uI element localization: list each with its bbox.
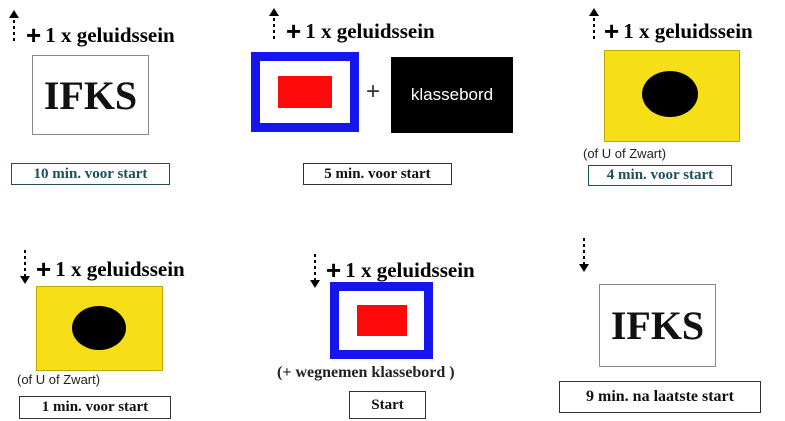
step-1-min-label: 1 min. voor start bbox=[19, 396, 171, 419]
sound-signal-3: +1 x geluidssein bbox=[604, 16, 753, 46]
p-flag-red-center bbox=[278, 76, 332, 108]
u-flag-black-dot bbox=[72, 306, 126, 350]
raise-arrow-icon bbox=[589, 8, 599, 42]
step-9-min-after-label: 9 min. na laatste start bbox=[559, 381, 761, 413]
lower-arrow-icon bbox=[20, 250, 30, 284]
alt-flag-note-2: (of U of Zwart) bbox=[17, 372, 101, 387]
lower-arrow-icon bbox=[310, 254, 320, 288]
remove-board-note: (+ wegnemen klassebord ) bbox=[277, 364, 455, 381]
sound-signal-2: +1 x geluidssein bbox=[286, 16, 435, 46]
p-flag-2 bbox=[330, 282, 433, 359]
p-flag-red-center bbox=[357, 305, 407, 336]
raise-arrow-icon bbox=[269, 8, 279, 42]
u-flag-2 bbox=[36, 286, 163, 371]
lower-arrow-icon bbox=[579, 238, 589, 272]
start-label: Start bbox=[349, 391, 426, 419]
u-flag-1 bbox=[604, 50, 740, 142]
ifks-flag-1: IFKS bbox=[32, 55, 149, 135]
alt-flag-note-1: (of U of Zwart) bbox=[583, 146, 667, 161]
plus-sign: + bbox=[366, 78, 381, 105]
p-flag-1 bbox=[251, 52, 359, 132]
klassebord-board: klassebord bbox=[391, 57, 513, 133]
raise-arrow-icon bbox=[9, 10, 19, 44]
step-4-min-label: 4 min. voor start bbox=[588, 165, 732, 186]
step-10-min-label: 10 min. voor start bbox=[11, 163, 170, 185]
sound-signal-1: +1 x geluidssein bbox=[26, 20, 175, 50]
ifks-flag-2: IFKS bbox=[599, 284, 716, 367]
sound-signal-4: +1 x geluidssein bbox=[36, 254, 185, 284]
sound-signal-5: +1 x geluidssein bbox=[326, 255, 475, 285]
step-5-min-label: 5 min. voor start bbox=[303, 163, 452, 185]
u-flag-black-dot bbox=[642, 71, 698, 117]
